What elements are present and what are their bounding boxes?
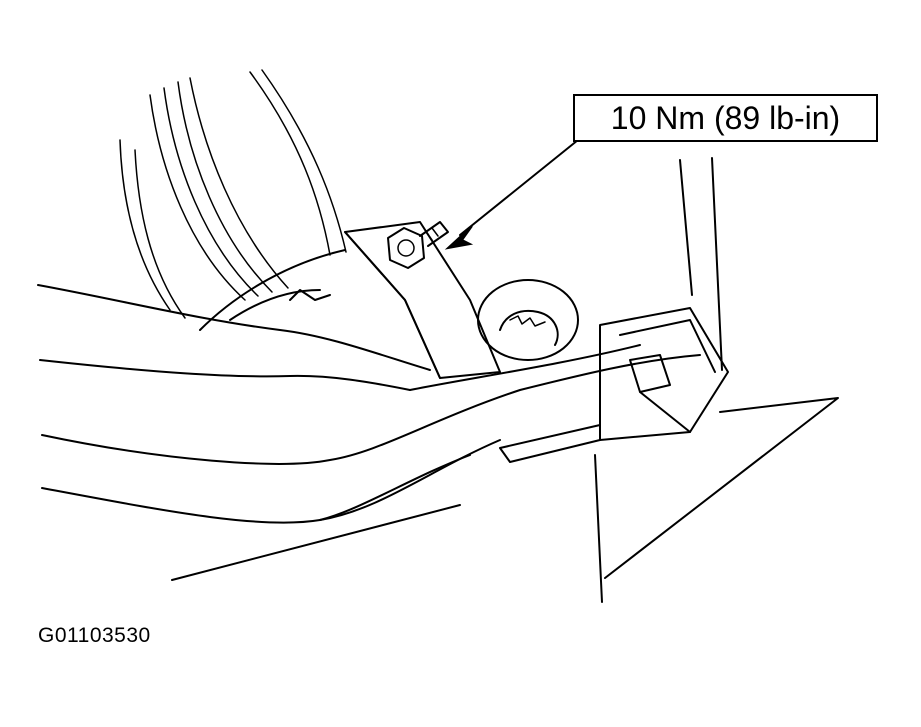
frame-bar bbox=[37, 284, 701, 524]
shroud-lines bbox=[119, 69, 347, 319]
torque-label: 10 Nm (89 lb-in) bbox=[610, 99, 841, 136]
figure-id: G01103530 bbox=[38, 624, 151, 647]
clamp-bracket bbox=[499, 307, 729, 463]
background-structure bbox=[171, 157, 839, 603]
torque-callout: 10 Nm (89 lb-in) bbox=[573, 94, 878, 142]
pulley-hub bbox=[477, 279, 579, 361]
mounting-bracket bbox=[199, 221, 501, 379]
bolt-fastener bbox=[387, 221, 449, 269]
callout-leader bbox=[444, 139, 579, 250]
